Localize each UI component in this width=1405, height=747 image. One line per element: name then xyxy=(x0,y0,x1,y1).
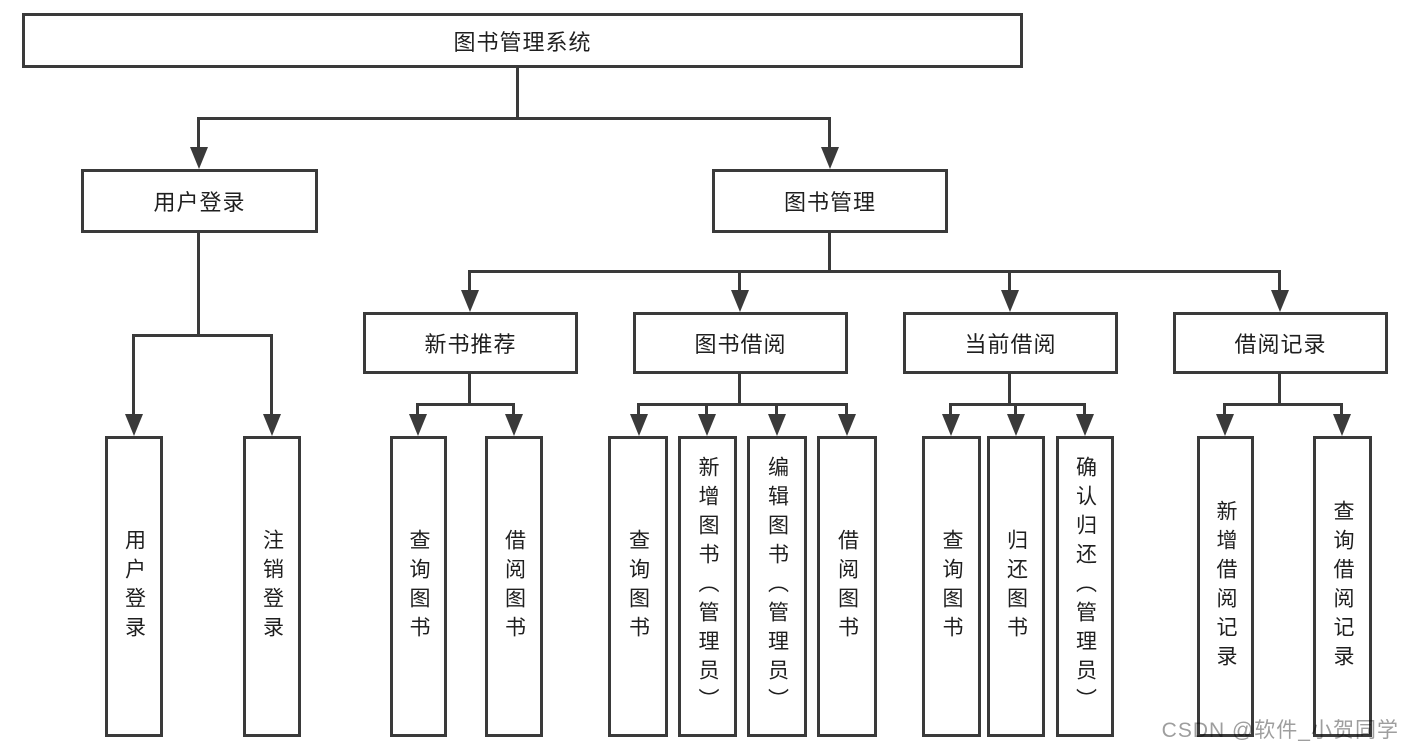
connector-level3-rail xyxy=(468,270,1281,273)
connector-stem-br-query xyxy=(1340,403,1343,416)
leaf-bb-borrow-book-label: 借阅图书 xyxy=(835,528,859,645)
arrowhead-cb-query xyxy=(942,414,960,436)
leaf-cb-return-book-label: 归还图书 xyxy=(1004,528,1028,645)
leaf-bb-borrow-book: 借阅图书 xyxy=(817,436,877,737)
connector-stem-nb-query xyxy=(416,403,419,416)
arrowhead-new-book xyxy=(461,290,479,312)
leaf-bb-edit-book-admin: 编辑图书（管理员） xyxy=(747,436,807,737)
leaf-nb-borrow-book-label: 借阅图书 xyxy=(502,528,526,645)
connector-user-login-rail xyxy=(132,334,273,337)
connector-user-login-stem xyxy=(197,231,200,337)
connector-current-borrow-stem xyxy=(1008,372,1011,406)
node-book-mgmt-label: 图书管理 xyxy=(783,190,876,215)
connector-new-book-rail xyxy=(416,403,515,406)
node-book-borrow: 图书借阅 xyxy=(633,312,848,374)
arrowhead-nb-borrow xyxy=(505,414,523,436)
connector-stem-bb-add xyxy=(705,403,708,416)
connector-stem-bb-borrow xyxy=(845,403,848,416)
leaf-br-query-record-label: 查询借阅记录 xyxy=(1331,499,1354,674)
node-borrow-record-label: 借阅记录 xyxy=(1234,332,1327,357)
arrowhead-nb-query xyxy=(409,414,427,436)
arrowhead-leaf-logout xyxy=(263,414,281,436)
node-root: 图书管理系统 xyxy=(22,13,1023,68)
arrowhead-user-login xyxy=(190,147,208,169)
arrowhead-bb-borrow xyxy=(838,414,856,436)
leaf-bb-add-book-admin: 新增图书（管理员） xyxy=(678,436,737,737)
leaf-cb-return-book: 归还图书 xyxy=(987,436,1045,737)
arrowhead-cb-return xyxy=(1007,414,1025,436)
leaf-user-login: 用户登录 xyxy=(105,436,163,737)
leaf-br-query-record: 查询借阅记录 xyxy=(1313,436,1372,737)
arrowhead-book-mgmt xyxy=(821,147,839,169)
arrowhead-bb-add xyxy=(698,414,716,436)
node-user-login-label: 用户登录 xyxy=(153,190,246,215)
leaf-cb-confirm-return-admin-label: 确认归还（管理员） xyxy=(1073,456,1097,717)
connector-stem-nb-borrow xyxy=(512,403,515,416)
csdn-watermark: CSDN @软件_小贺同学 xyxy=(1161,719,1399,742)
leaf-nb-query-book: 查询图书 xyxy=(390,436,447,737)
connector-book-borrow-rail xyxy=(637,403,848,406)
connector-stem-new-book xyxy=(468,270,471,292)
connector-stem-leaf-logout xyxy=(270,334,273,416)
connector-new-book-stem xyxy=(468,372,471,406)
leaf-cb-query-book-label: 查询图书 xyxy=(940,528,963,645)
connector-level2-rail xyxy=(197,117,831,120)
connector-stem-br-add xyxy=(1223,403,1226,416)
node-borrow-record: 借阅记录 xyxy=(1173,312,1388,374)
connector-current-borrow-rail xyxy=(949,403,1086,406)
arrowhead-br-query xyxy=(1333,414,1351,436)
leaf-cb-query-book: 查询图书 xyxy=(922,436,981,737)
leaf-bb-add-book-admin-label: 新增图书（管理员） xyxy=(696,456,719,717)
connector-stem-cb-confirm xyxy=(1083,403,1086,416)
arrowhead-book-borrow xyxy=(731,290,749,312)
connector-root-stem xyxy=(516,66,519,120)
leaf-bb-query-book: 查询图书 xyxy=(608,436,668,737)
connector-stem-bb-query xyxy=(637,403,640,416)
connector-book-mgmt-stem xyxy=(828,231,831,273)
connector-stem-book-borrow xyxy=(738,270,741,292)
leaf-bb-edit-book-admin-label: 编辑图书（管理员） xyxy=(765,456,789,717)
connector-stem-cb-query xyxy=(949,403,952,416)
connector-borrow-record-rail xyxy=(1223,403,1343,406)
node-new-book-rec: 新书推荐 xyxy=(363,312,578,374)
leaf-br-add-record: 新增借阅记录 xyxy=(1197,436,1254,737)
leaf-bb-query-book-label: 查询图书 xyxy=(626,528,650,645)
connector-stem-current-borrow xyxy=(1008,270,1011,292)
arrowhead-leaf-login xyxy=(125,414,143,436)
node-current-borrow: 当前借阅 xyxy=(903,312,1118,374)
connector-stem-borrow-record xyxy=(1278,270,1281,292)
node-book-mgmt: 图书管理 xyxy=(712,169,948,233)
arrowhead-borrow-record xyxy=(1271,290,1289,312)
connector-stem-leaf-login xyxy=(132,334,135,416)
node-user-login: 用户登录 xyxy=(81,169,318,233)
connector-stem-book-mgmt xyxy=(828,117,831,149)
leaf-nb-query-book-label: 查询图书 xyxy=(407,528,430,645)
arrowhead-cb-confirm xyxy=(1076,414,1094,436)
leaf-br-add-record-label: 新增借阅记录 xyxy=(1214,499,1237,674)
connector-book-borrow-stem xyxy=(738,372,741,406)
node-new-book-rec-label: 新书推荐 xyxy=(424,332,517,357)
leaf-logout-label: 注销登录 xyxy=(260,528,284,645)
arrowhead-bb-query xyxy=(630,414,648,436)
leaf-user-login-label: 用户登录 xyxy=(122,528,146,645)
leaf-cb-confirm-return-admin: 确认归还（管理员） xyxy=(1056,436,1114,737)
connector-stem-user-login xyxy=(197,117,200,149)
leaf-nb-borrow-book: 借阅图书 xyxy=(485,436,543,737)
arrowhead-bb-edit xyxy=(768,414,786,436)
connector-stem-bb-edit xyxy=(775,403,778,416)
arrowhead-br-add xyxy=(1216,414,1234,436)
node-book-borrow-label: 图书借阅 xyxy=(694,332,787,357)
node-root-label: 图书管理系统 xyxy=(453,29,592,55)
node-current-borrow-label: 当前借阅 xyxy=(964,332,1057,357)
connector-borrow-record-stem xyxy=(1278,372,1281,406)
arrowhead-current-borrow xyxy=(1001,290,1019,312)
leaf-logout: 注销登录 xyxy=(243,436,301,737)
connector-stem-cb-return xyxy=(1014,403,1017,416)
